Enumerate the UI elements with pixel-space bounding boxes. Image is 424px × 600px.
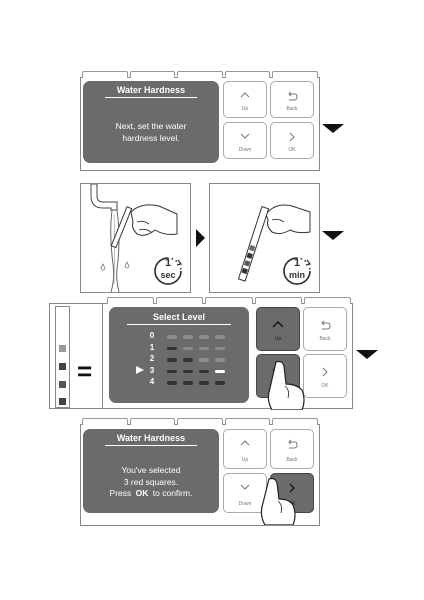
step4-message-line3: Press OK to confirm. bbox=[83, 488, 219, 500]
ok-button[interactable]: OK bbox=[270, 122, 314, 159]
ok-label: OK bbox=[288, 147, 296, 153]
up-button[interactable]: Up bbox=[256, 307, 300, 351]
level-pill bbox=[199, 381, 209, 385]
level-pill bbox=[183, 358, 193, 362]
back-arrow-icon bbox=[321, 320, 331, 330]
test-strip-color-change-illustration bbox=[237, 204, 311, 282]
back-arrow-icon bbox=[288, 439, 298, 449]
title-underline bbox=[127, 324, 231, 325]
level-pill bbox=[183, 346, 193, 350]
timer-left-unit: sec bbox=[160, 270, 176, 280]
test-strip-icon bbox=[55, 306, 70, 408]
step2-left-illustration: 1 sec bbox=[80, 183, 191, 293]
level-pill bbox=[167, 346, 177, 350]
level-pill bbox=[215, 369, 225, 373]
timer-right-unit: min bbox=[288, 270, 305, 280]
up-label: Up bbox=[241, 457, 249, 463]
up-label: Up bbox=[241, 106, 249, 112]
step4-screen: Water Hardness You've selected 3 red squ… bbox=[83, 429, 219, 513]
title-underline bbox=[105, 97, 197, 98]
chevron-down-icon bbox=[240, 484, 250, 490]
panel-divider bbox=[102, 304, 103, 408]
level-pill bbox=[215, 335, 225, 339]
step4-screen-title: Water Hardness bbox=[116, 433, 186, 443]
chevron-right-icon bbox=[289, 132, 295, 142]
down-label: Down bbox=[238, 501, 252, 507]
back-label: Back bbox=[319, 336, 331, 342]
chevron-down-icon bbox=[240, 133, 250, 139]
level-pill bbox=[199, 335, 209, 339]
up-button[interactable]: Up bbox=[223, 429, 267, 469]
down-button[interactable]: Down bbox=[223, 473, 267, 513]
level-pill bbox=[183, 335, 193, 339]
equals-sign: = bbox=[77, 356, 93, 386]
level-pill bbox=[199, 346, 209, 350]
step4-tabs bbox=[81, 418, 319, 425]
step1-screen: Water Hardness Next, set the water hardn… bbox=[83, 81, 219, 163]
level-pill bbox=[167, 381, 177, 385]
title-underline bbox=[105, 445, 197, 446]
chevron-up-icon bbox=[240, 440, 250, 446]
level-pill bbox=[167, 335, 177, 339]
level-number: 0 bbox=[149, 331, 155, 340]
back-label: Back bbox=[286, 106, 298, 112]
play-triangle-icon bbox=[136, 366, 144, 374]
ok-emphasis: OK bbox=[135, 488, 149, 498]
step4-message-line2: 3 red squares. bbox=[123, 476, 179, 487]
step3-tabs bbox=[106, 297, 352, 304]
level-number: 2 bbox=[149, 354, 155, 363]
step1-message-line2: hardness level. bbox=[122, 132, 180, 143]
level-pill bbox=[199, 358, 209, 362]
step1-panel: Water Hardness Next, set the water hardn… bbox=[80, 71, 320, 171]
step4-panel: Water Hardness You've selected 3 red squ… bbox=[80, 418, 320, 526]
level-pill bbox=[167, 369, 177, 373]
back-button[interactable]: Back bbox=[303, 307, 347, 351]
chevron-up-icon bbox=[240, 92, 250, 98]
step4-message-line1: You've selected bbox=[121, 465, 181, 475]
step1-message-line1: Next, set the water bbox=[115, 121, 187, 131]
level-pill bbox=[215, 358, 225, 362]
next-step-arrow-icon bbox=[322, 231, 344, 240]
chevron-right-icon bbox=[289, 483, 295, 493]
chevron-right-icon bbox=[322, 367, 328, 377]
hand-pointer-icon bbox=[260, 477, 296, 525]
ok-button[interactable]: OK bbox=[303, 354, 347, 398]
step2-right-illustration: 1 min bbox=[209, 183, 320, 293]
level-number: 1 bbox=[149, 342, 155, 352]
step3-screen-title: Select Level bbox=[152, 312, 206, 322]
level-pill bbox=[215, 381, 225, 385]
up-button[interactable]: Up bbox=[223, 81, 267, 118]
level-pill bbox=[215, 346, 225, 350]
press-text: Press bbox=[109, 488, 132, 498]
step1-tabs bbox=[81, 71, 319, 78]
level-number: 3 bbox=[149, 365, 155, 375]
timer-icon bbox=[154, 257, 183, 285]
timer-left-value: 1 bbox=[164, 257, 172, 269]
back-arrow-icon bbox=[288, 91, 298, 101]
step1-screen-title: Water Hardness bbox=[116, 85, 186, 95]
level-pill bbox=[199, 369, 209, 373]
down-button[interactable]: Down bbox=[223, 122, 267, 159]
level-number: 4 bbox=[149, 377, 155, 386]
level-pill bbox=[183, 381, 193, 385]
back-button[interactable]: Back bbox=[270, 81, 314, 118]
level-pill bbox=[183, 369, 193, 373]
chevron-up-icon bbox=[272, 321, 284, 328]
ok-label: OK bbox=[321, 383, 329, 389]
up-label: Up bbox=[274, 336, 282, 342]
down-label: Down bbox=[238, 147, 252, 153]
next-step-arrow-icon bbox=[322, 124, 344, 133]
level-pill bbox=[167, 358, 177, 362]
play-triangle-icon bbox=[196, 229, 205, 247]
confirm-text: to confirm. bbox=[152, 488, 193, 498]
hand-pointer-icon bbox=[267, 360, 305, 410]
timer-icon bbox=[283, 257, 312, 285]
next-step-arrow-icon bbox=[356, 350, 378, 359]
back-button[interactable]: Back bbox=[270, 429, 314, 469]
test-strip-in-water-illustration bbox=[90, 183, 178, 293]
step3-screen: Select Level 0 1 2 3 4 bbox=[109, 307, 249, 403]
timer-right-value: 1 bbox=[293, 257, 301, 269]
back-label: Back bbox=[286, 457, 298, 463]
